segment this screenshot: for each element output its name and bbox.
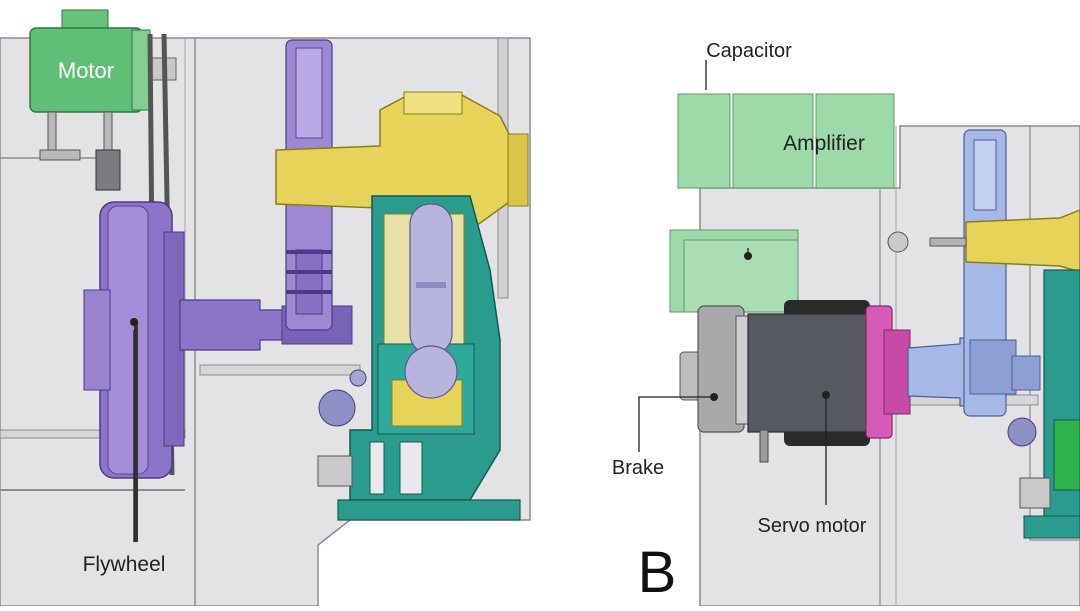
amplifier <box>677 93 895 189</box>
servo-motor-leader-dot <box>822 391 830 399</box>
brake <box>679 305 753 433</box>
capacitor <box>669 229 799 313</box>
servo-motor-label: Servo motor <box>758 515 867 537</box>
auxiliary-parts-a <box>317 369 367 487</box>
panel-a-mechanical-drive: Motor Flywheel <box>0 9 531 607</box>
connecting-rod <box>404 203 458 399</box>
brake-leader <box>638 396 714 452</box>
leader-lines-b <box>638 60 827 505</box>
brake-label: Brake <box>612 457 664 479</box>
flywheel-label: Flywheel <box>83 553 166 576</box>
servo-motor <box>747 300 911 463</box>
slide-housing-b <box>1007 269 1080 539</box>
brake-leader-dot <box>710 393 718 401</box>
panel-b-letter: B <box>638 540 677 605</box>
crankshaft-b <box>887 209 1080 273</box>
capacitor-leader-dot <box>744 252 752 260</box>
motor-label: Motor <box>58 58 114 83</box>
panel-b-servo-drive: Capacitor Amplifier Brake Servo motor B <box>612 40 1080 607</box>
flywheel-leader <box>130 318 138 542</box>
flywheel <box>83 201 353 542</box>
amplifier-label: Amplifier <box>783 132 865 155</box>
drive-shaft-b <box>907 129 1041 417</box>
capacitor-label: Capacitor <box>706 40 792 62</box>
